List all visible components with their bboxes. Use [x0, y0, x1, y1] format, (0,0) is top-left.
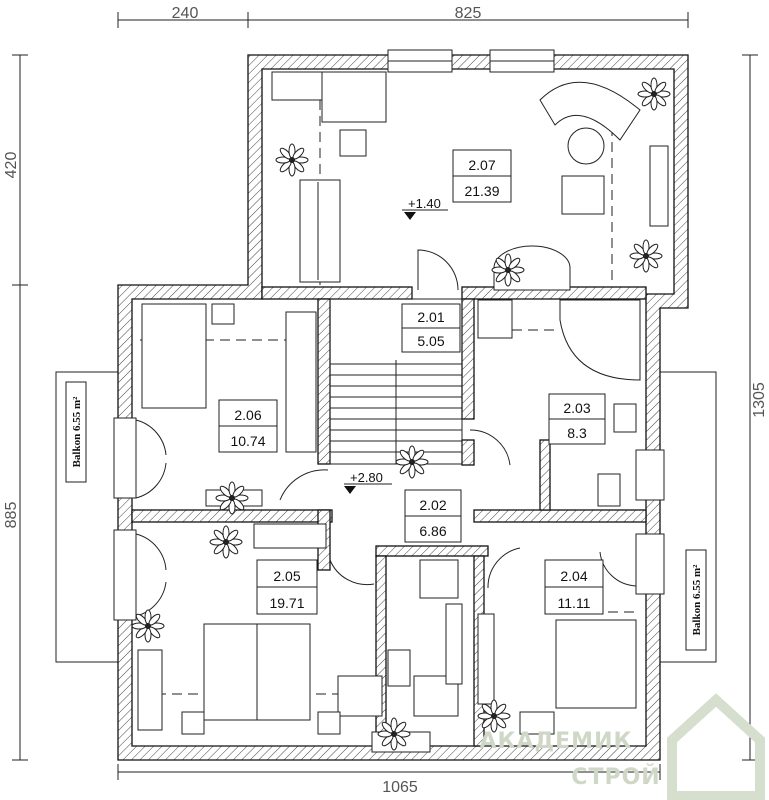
room-area: 6.86: [419, 523, 446, 539]
room-2-02: 2.02 6.86: [404, 489, 462, 543]
balcony-right: [659, 371, 717, 663]
room-2-04: 2.04 11.11: [544, 559, 604, 615]
plant-icon: [491, 253, 525, 287]
room-number: 2.04: [560, 568, 587, 584]
dimension-top-left: 240: [172, 5, 199, 22]
plant-icon: [275, 143, 309, 177]
dimension-top-right: 825: [455, 5, 482, 22]
room-area: 8.3: [567, 425, 587, 441]
room-area: 21.39: [464, 183, 499, 199]
furniture: [137, 71, 669, 735]
exterior-wall: [117, 54, 689, 761]
room-number: 2.07: [468, 157, 495, 173]
room-area: 11.11: [558, 595, 591, 611]
dimension-right: 1305: [751, 382, 768, 418]
room-number: 2.05: [273, 568, 300, 584]
level-marker-2: +2.80: [344, 470, 392, 494]
room-2-07: 2.07 21.39: [452, 149, 512, 203]
room-area: 19.71: [269, 595, 304, 611]
room-area: 5.05: [417, 333, 444, 349]
staircase: [329, 298, 463, 465]
level-label: +2.80: [350, 470, 383, 485]
watermark-line1: АКАДЕМИК: [480, 729, 633, 754]
balcony-left: [55, 371, 119, 663]
room-number: 2.02: [419, 497, 446, 513]
plant-icon: [215, 481, 249, 515]
room-number: 2.06: [234, 407, 261, 423]
level-marker-1: +1.40: [402, 196, 448, 220]
plant-icon: [629, 239, 663, 273]
room-labels: 2.07 21.39 2.01 5.05 2.06 10.74 2.03 8.3…: [218, 149, 606, 615]
room-2-05: 2.05 19.71: [256, 559, 318, 615]
level-label: +1.40: [408, 196, 441, 211]
plant-icon: [377, 717, 411, 751]
room-area: 10.74: [230, 433, 265, 449]
room-2-06: 2.06 10.74: [218, 399, 278, 453]
room-number: 2.01: [417, 309, 444, 325]
room-number: 2.03: [563, 400, 590, 416]
plant-icons: [131, 77, 671, 751]
room-2-03: 2.03 8.3: [548, 393, 606, 445]
doors: [135, 249, 637, 617]
balcony-left-label: Balkon 6.55 m²: [71, 396, 83, 468]
dimension-left-upper: 420: [3, 152, 20, 179]
plant-icon: [395, 445, 429, 479]
watermark: АКАДЕМИК СТРОЙ: [480, 693, 765, 800]
balcony-right-label: Balkon 6.55 m²: [691, 564, 703, 636]
plant-icon: [131, 609, 165, 643]
watermark-line2: СТРОЙ: [571, 764, 660, 790]
plant-icon: [209, 525, 243, 559]
plant-icon: [477, 699, 511, 733]
plant-icon: [637, 77, 671, 111]
dimension-lines: [12, 12, 758, 780]
dimension-left-lower: 885: [3, 502, 20, 529]
room-2-01: 2.01 5.05: [401, 303, 461, 353]
dimension-bottom: 1065: [382, 779, 418, 796]
